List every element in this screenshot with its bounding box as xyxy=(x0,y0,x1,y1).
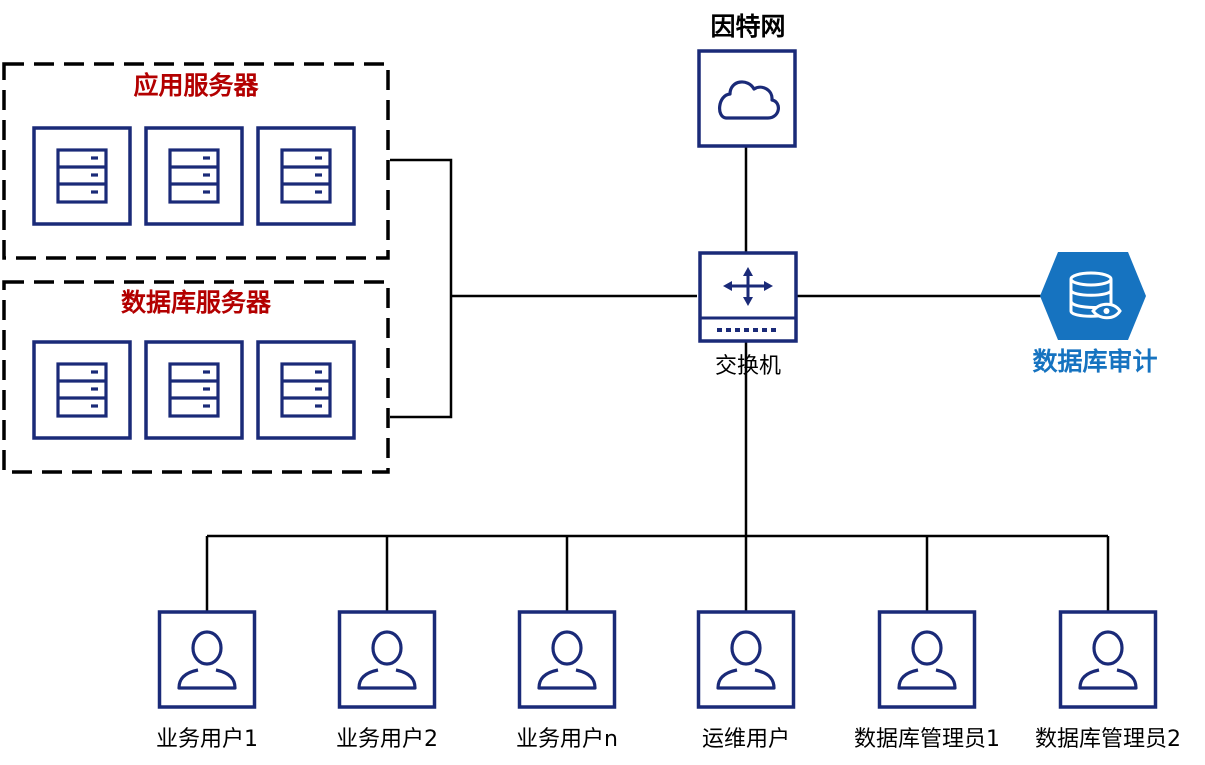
server-icon xyxy=(280,362,332,418)
db-server-group: 数据库服务器 xyxy=(2,280,390,474)
switch-node[interactable]: 交换机 xyxy=(698,251,798,379)
internet-label: 因特网 xyxy=(710,12,785,41)
app-server-group-border xyxy=(2,62,390,260)
user-frame xyxy=(337,610,437,709)
app-server-group-title: 应用服务器 xyxy=(133,71,259,100)
user-frame xyxy=(877,610,977,709)
switch-ports-icon xyxy=(717,328,776,332)
db-server-group-border xyxy=(2,280,390,474)
server-frame xyxy=(144,340,244,440)
user-node[interactable]: 业务用户1 xyxy=(156,610,258,752)
internet-frame xyxy=(697,49,797,148)
internet-node[interactable]: 因特网 xyxy=(697,12,797,148)
db-server-group-title: 数据库服务器 xyxy=(121,288,272,317)
cloud-icon xyxy=(718,80,780,120)
user-icon xyxy=(716,630,776,690)
server-node[interactable] xyxy=(256,340,356,440)
user-label: 数据库管理员1 xyxy=(854,727,1000,752)
audit-node[interactable]: 数据库审计 xyxy=(1032,252,1158,376)
server-node[interactable] xyxy=(32,126,132,226)
user-icon xyxy=(177,630,237,690)
server-icon xyxy=(280,148,332,204)
database-eye-icon xyxy=(1069,271,1122,320)
user-label: 业务用户n xyxy=(516,727,618,752)
server-node[interactable] xyxy=(256,126,356,226)
server-node[interactable] xyxy=(144,126,244,226)
switch-label: 交换机 xyxy=(715,354,781,379)
server-frame xyxy=(256,126,356,226)
user-frame xyxy=(157,610,257,709)
users-layer: 业务用户1 业务用户2 业务用户n 运维用户 数据库管理员1 数据库管理员2 xyxy=(156,610,1181,752)
server-frame xyxy=(256,340,356,440)
server-icon xyxy=(168,148,220,204)
user-label: 业务用户1 xyxy=(156,727,258,752)
connection-lines xyxy=(205,146,1110,612)
user-icon xyxy=(357,630,417,690)
server-node[interactable] xyxy=(32,340,132,440)
audit-label: 数据库审计 xyxy=(1032,347,1157,376)
user-icon xyxy=(1078,630,1138,690)
server-bracket xyxy=(390,158,453,419)
user-frame xyxy=(696,610,796,709)
server-icon xyxy=(168,362,220,418)
server-frame xyxy=(144,126,244,226)
server-node[interactable] xyxy=(144,340,244,440)
server-icon xyxy=(56,148,108,204)
user-label: 业务用户2 xyxy=(336,727,438,752)
app-server-group: 应用服务器 xyxy=(2,62,390,260)
router-arrows-icon xyxy=(723,267,773,306)
user-frame xyxy=(1058,610,1158,709)
user-node[interactable]: 数据库管理员1 xyxy=(854,610,1000,752)
user-icon xyxy=(897,630,957,690)
server-frame xyxy=(32,340,132,440)
user-label: 运维用户 xyxy=(702,727,790,752)
user-node[interactable]: 运维用户 xyxy=(696,610,796,752)
user-icon xyxy=(537,630,597,690)
user-frame xyxy=(517,610,617,709)
user-node[interactable]: 业务用户n xyxy=(516,610,618,752)
user-node[interactable]: 业务用户2 xyxy=(336,610,438,752)
user-label: 数据库管理员2 xyxy=(1035,727,1181,752)
server-icon xyxy=(56,362,108,418)
user-node[interactable]: 数据库管理员2 xyxy=(1035,610,1181,752)
server-frame xyxy=(32,126,132,226)
